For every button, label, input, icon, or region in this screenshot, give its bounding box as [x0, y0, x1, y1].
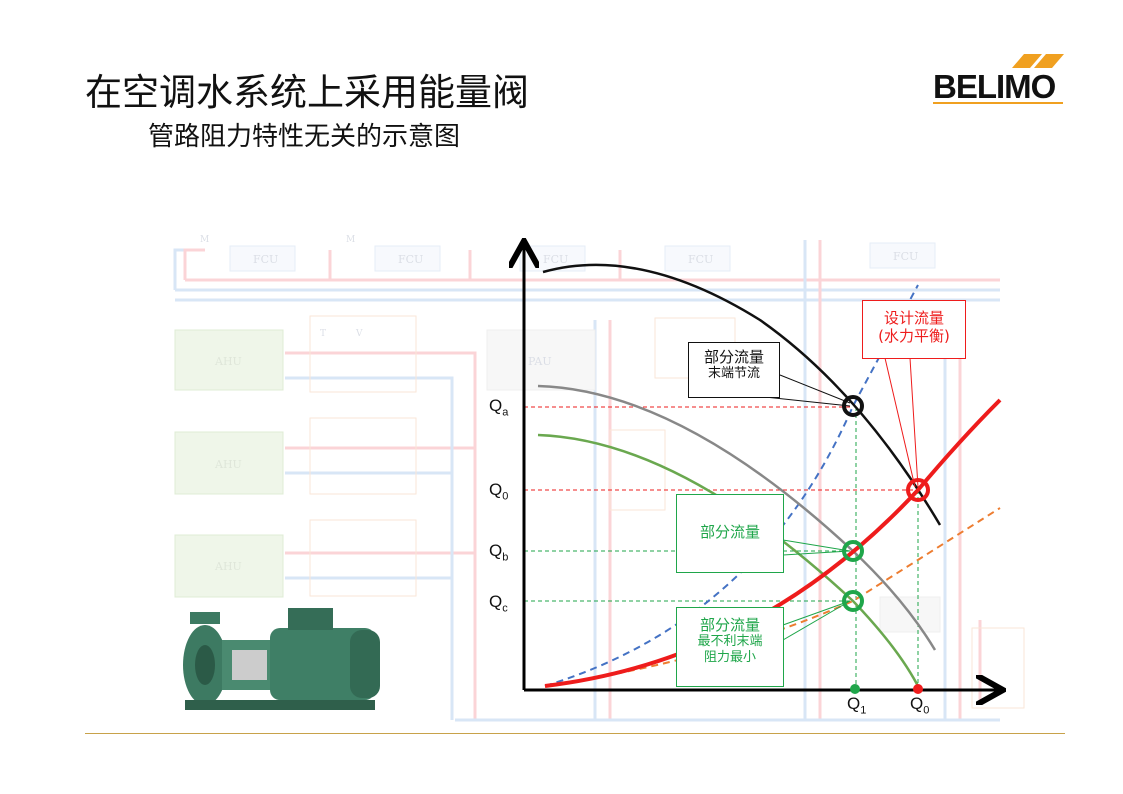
belimo-logo: BELIMO: [930, 52, 1070, 107]
system-curve-throttled: [544, 284, 919, 687]
operating-point-throttle: [842, 395, 864, 417]
logo-stripes-icon: [933, 54, 1064, 104]
callout-leader-throttle: [764, 374, 851, 407]
pau-label: PAU: [528, 355, 552, 368]
footer-divider: [85, 733, 1065, 734]
q0-label: Q0: [489, 480, 509, 503]
callout-partial: 部分流量: [676, 494, 784, 573]
ahu-label: AHU: [214, 458, 242, 471]
fcu-label: FCU: [253, 253, 278, 266]
pump-curve-min: [537, 433, 922, 691]
callout-throttle: 部分流量 末端节流: [688, 342, 780, 398]
x-q1-label: Q1: [847, 694, 867, 717]
fcu-label: FCU: [543, 253, 568, 266]
callout-design: 设计流量 (水力平衡): [862, 300, 966, 359]
fcu-label: FCU: [398, 253, 423, 266]
q0-marker: [913, 684, 923, 694]
ahu-label: AHU: [214, 560, 242, 573]
slide-subtitle: 管路阻力特性无关的示意图: [148, 122, 461, 152]
pump-curve-reduced: [537, 384, 937, 651]
pump-curve-full: [542, 263, 942, 526]
qa-label: Qa: [489, 396, 509, 419]
system-curve-design: [544, 398, 1002, 688]
ahu-label: AHU: [214, 355, 242, 368]
callout-leader-design: [884, 357, 919, 488]
x-q0-label: Q0: [910, 694, 930, 717]
motor-label: M: [346, 235, 355, 245]
operating-point-worst: [842, 590, 864, 612]
qb-label: Qb: [489, 541, 509, 564]
temp-label: T: [320, 329, 326, 339]
motor-label: M: [200, 235, 209, 245]
velocity-label: V: [355, 329, 363, 339]
logo-text: BELIMO: [933, 68, 1056, 105]
q1-marker: [850, 684, 860, 694]
fcu-label: FCU: [688, 253, 713, 266]
slide-title: 在空调水系统上采用能量阀: [85, 71, 529, 114]
callout-leader-partial: [782, 539, 851, 556]
fcu-label: FCU: [893, 250, 918, 263]
callout-leader-worst: [782, 600, 851, 641]
qc-label: Qc: [489, 592, 508, 615]
callout-worst: 部分流量 最不利末端 阻力最小: [676, 607, 784, 687]
